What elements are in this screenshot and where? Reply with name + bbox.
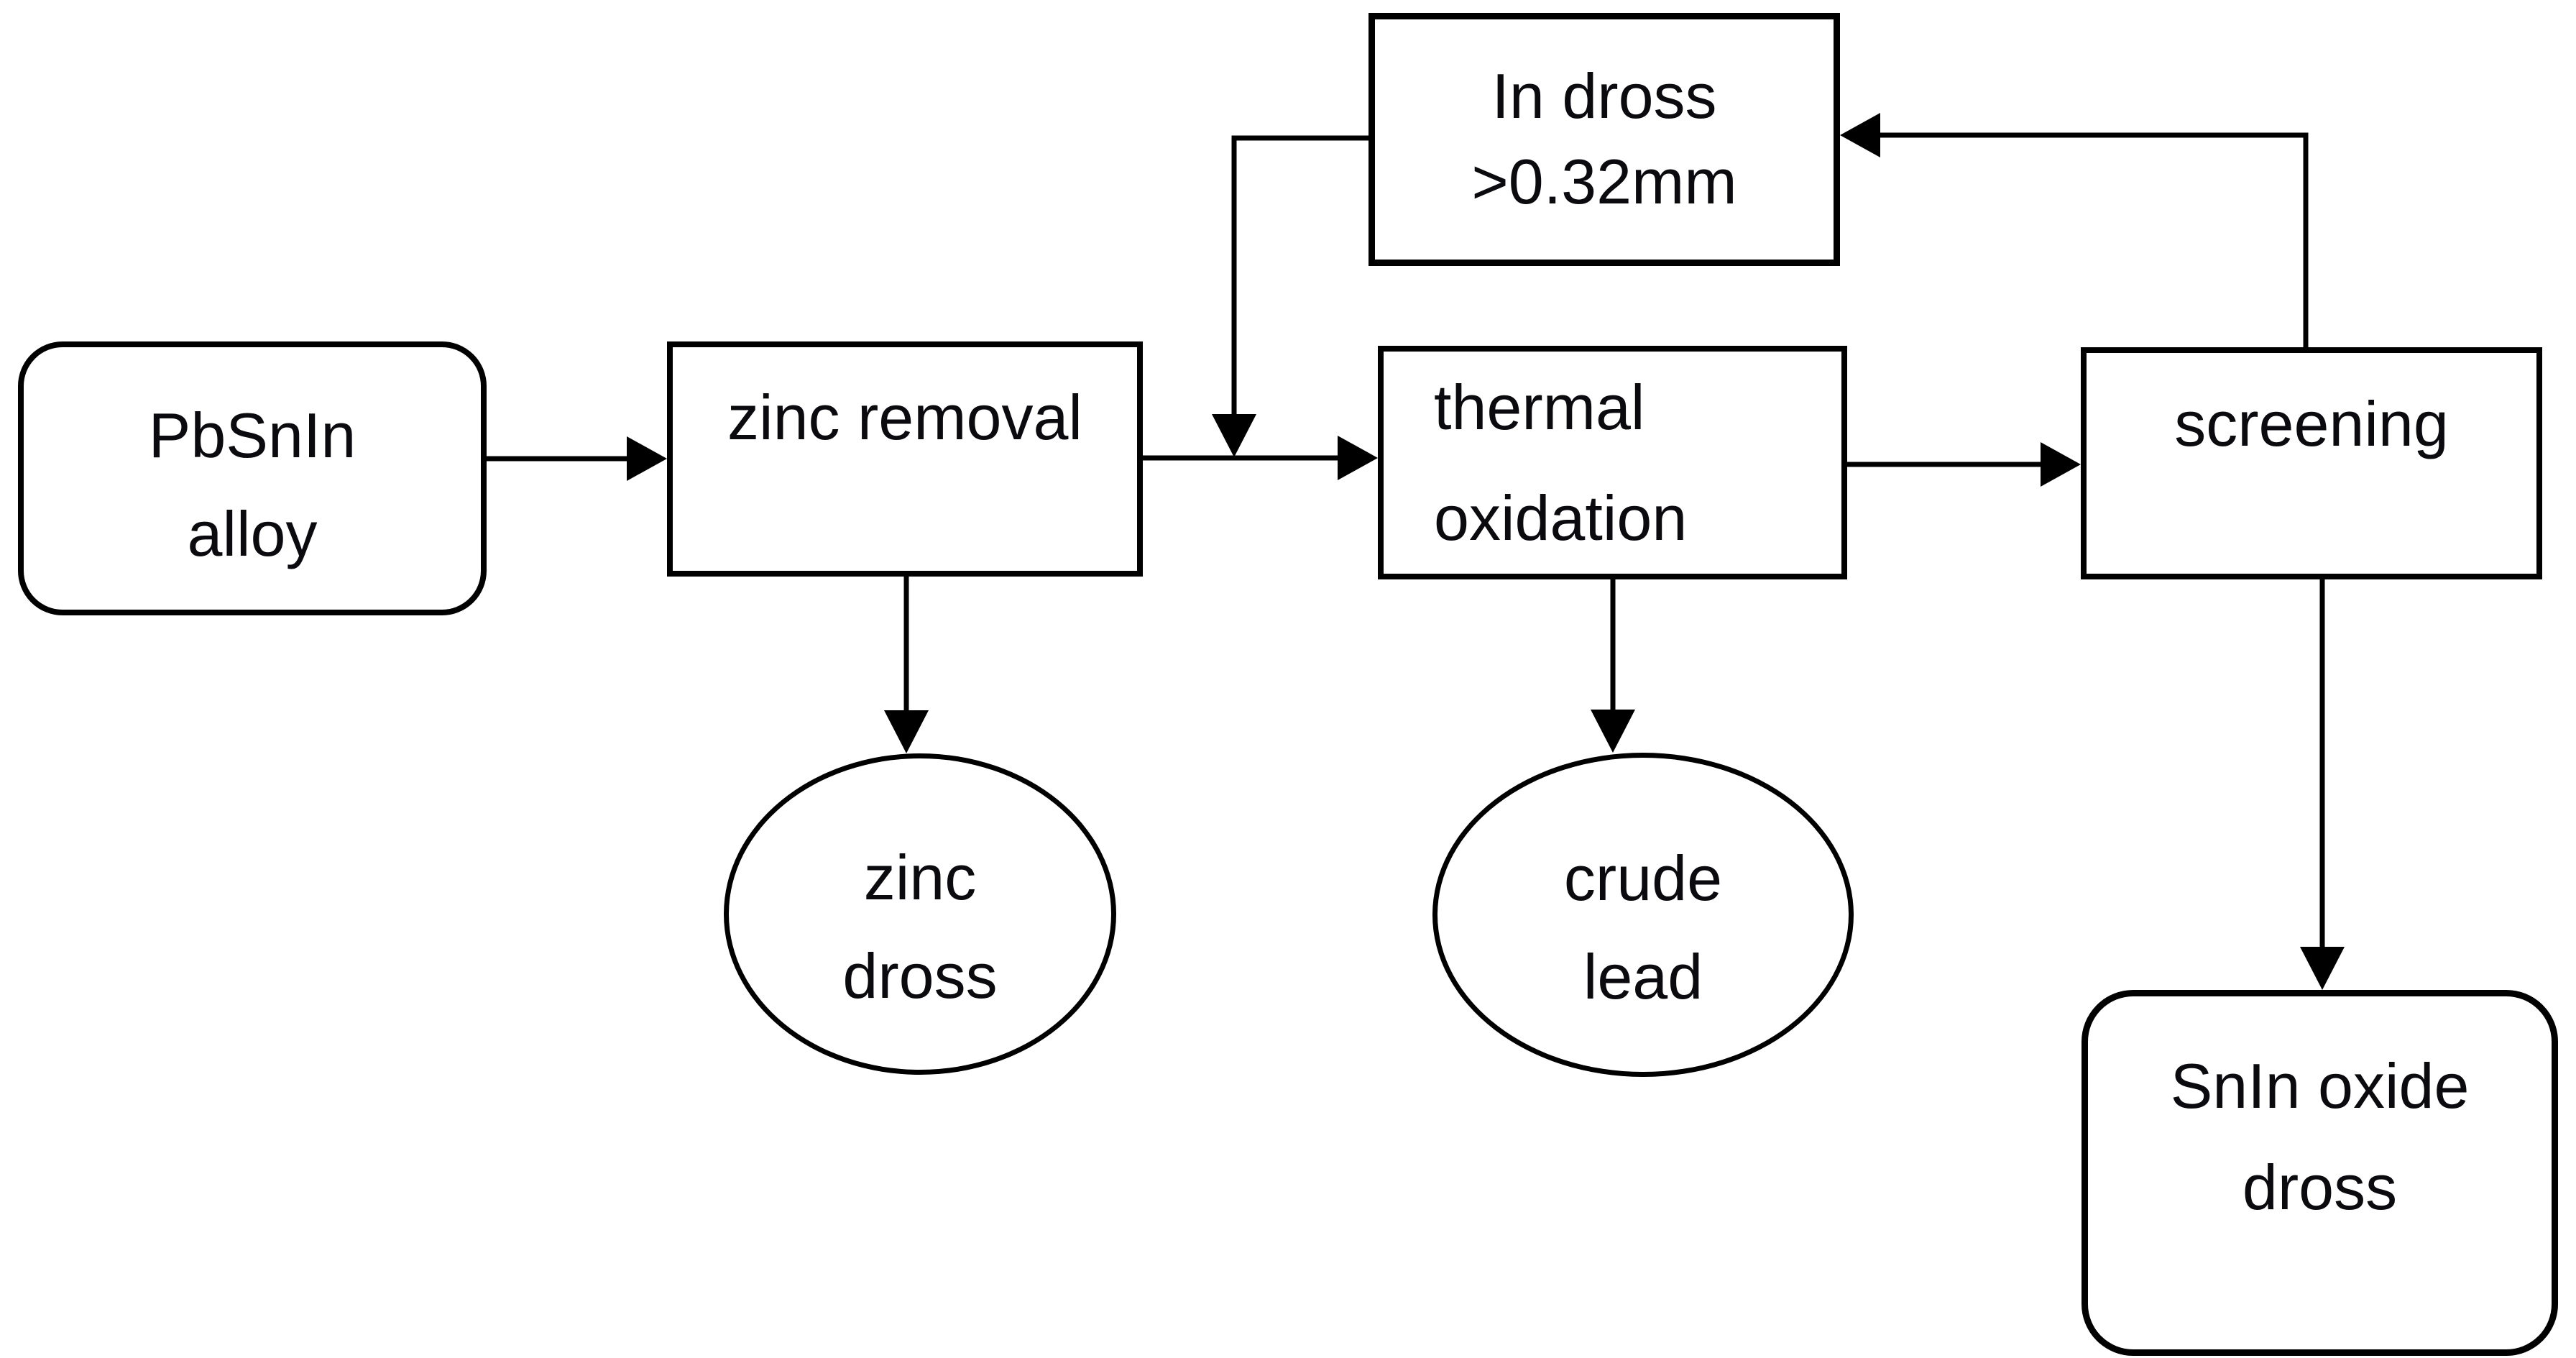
node-snin-oxide-dross: SnIn oxide dross	[2082, 990, 2558, 1356]
edge-screening-to-in-dross	[1840, 113, 2309, 347]
arrowhead-left-icon	[1840, 113, 1880, 157]
arrowhead-down-icon	[1591, 710, 1635, 753]
node-crude-lead: crude lead	[1432, 753, 1854, 1077]
node-pbsnin-alloy-label-line-2: alloy	[187, 497, 318, 569]
arrowhead-right-icon	[1338, 436, 1378, 480]
node-thermal-oxidation: thermal oxidation	[1378, 346, 1847, 579]
node-screening-label: screening	[2174, 387, 2449, 459]
arrowhead-right-icon	[627, 436, 667, 481]
edge-thermal-oxidation-to-screening	[1847, 442, 2081, 487]
node-crude-lead-label-line-2: lead	[1583, 940, 1703, 1012]
arrowhead-right-icon	[2041, 442, 2081, 487]
arrowhead-down-icon	[2300, 947, 2345, 990]
node-in-dross: In dross >0.32mm	[1368, 13, 1840, 266]
node-in-dross-label-line-1: In dross	[1491, 60, 1717, 132]
node-snin-oxide-dross-label-line-2: dross	[2242, 1151, 2398, 1223]
arrowhead-down-icon	[1212, 414, 1256, 457]
node-crude-lead-label-line-1: crude	[1563, 843, 1723, 914]
node-screening: screening	[2081, 347, 2542, 579]
node-zinc-removal: zinc removal	[667, 341, 1143, 577]
node-thermal-oxidation-label-line-1: thermal	[1434, 371, 1645, 443]
edge-zinc-removal-to-thermal-oxidation	[1143, 436, 1378, 480]
node-zinc-removal-label: zinc removal	[727, 381, 1082, 453]
edge-zinc-removal-to-zinc-dross	[884, 577, 929, 753]
edge-pbsnin-alloy-to-zinc-removal	[487, 436, 667, 481]
node-in-dross-label-line-2: >0.32mm	[1471, 146, 1737, 217]
node-zinc-dross: zinc dross	[724, 753, 1116, 1075]
node-snin-oxide-dross-label-line-1: SnIn oxide	[2170, 1050, 2470, 1121]
edge-in-dross-to-thermal-oxidation	[1212, 135, 1368, 457]
node-zinc-dross-label-line-1: zinc	[863, 842, 977, 914]
arrowhead-down-icon	[884, 710, 929, 753]
edge-thermal-oxidation-to-crude-lead	[1591, 579, 1635, 753]
edge-screening-to-snin-oxide-dross	[2300, 579, 2345, 990]
node-thermal-oxidation-label-line-2: oxidation	[1434, 482, 1688, 554]
node-pbsnin-alloy-label-line-1: PbSnIn	[148, 400, 356, 472]
node-zinc-dross-label-line-2: dross	[842, 940, 998, 1011]
node-pbsnin-alloy: PbSnIn alloy	[18, 341, 487, 615]
